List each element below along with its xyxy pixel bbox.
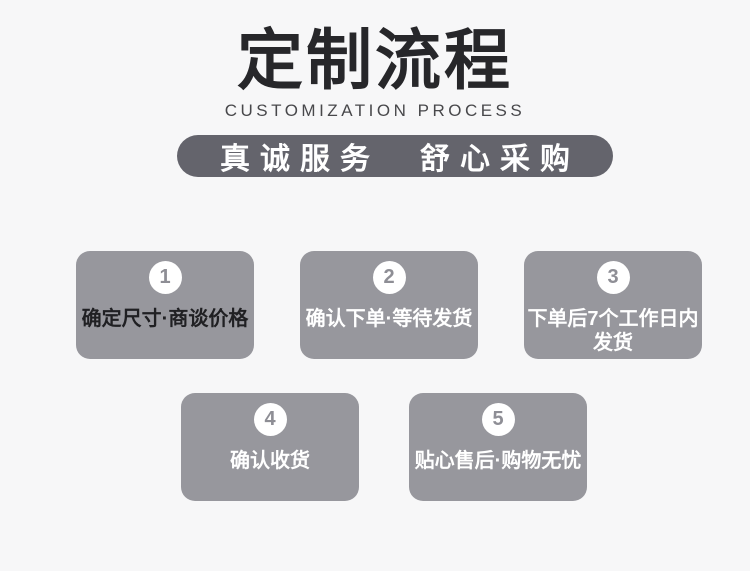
step-box-3: 3 下单后7个工作日内 发货 bbox=[524, 250, 702, 359]
step-2-number: 2 bbox=[383, 265, 395, 288]
step-3-number-badge: 3 bbox=[596, 260, 630, 294]
step-1-number: 1 bbox=[159, 265, 171, 288]
process-steps: 1 确定尺寸·商谈价格 2 确认下单·等待发货 3 下单后7个工作日内 发货 bbox=[0, 250, 750, 501]
step-4-number: 4 bbox=[264, 407, 276, 430]
step-box-4: 4 确认收货 bbox=[181, 392, 359, 501]
step-5-number: 5 bbox=[492, 407, 504, 430]
step-box-5: 5 贴心售后·购物无忧 bbox=[409, 392, 587, 501]
step-5-number-badge: 5 bbox=[481, 402, 515, 436]
step-box-2: 2 确认下单·等待发货 bbox=[300, 250, 478, 359]
process-row-2: 4 确认收货 5 贴心售后·购物无忧 bbox=[9, 392, 750, 501]
page-subtitle: CUSTOMIZATION PROCESS bbox=[224, 100, 526, 120]
process-row-1: 1 确定尺寸·商谈价格 2 确认下单·等待发货 3 下单后7个工作日内 发货 bbox=[14, 250, 750, 359]
step-3-number: 3 bbox=[607, 265, 619, 288]
step-4-label: 确认收货 bbox=[230, 449, 310, 472]
page-title: 定制流程 bbox=[237, 23, 513, 97]
step-2-label: 确认下单·等待发货 bbox=[305, 307, 473, 330]
step-5-label: 贴心售后·购物无忧 bbox=[414, 449, 582, 472]
step-1-number-badge: 1 bbox=[148, 260, 182, 294]
step-3-label: 下单后7个工作日内 发货 bbox=[527, 307, 699, 354]
step-box-1: 1 确定尺寸·商谈价格 bbox=[76, 250, 254, 359]
header: 定制流程 CUSTOMIZATION PROCESS 真诚服务 舒心采购 bbox=[0, 23, 750, 177]
service-banner-text: 真诚服务 舒心采购 bbox=[220, 142, 580, 176]
step-4-number-badge: 4 bbox=[253, 402, 287, 436]
service-banner: 真诚服务 舒心采购 bbox=[177, 134, 613, 177]
step-1-label: 确定尺寸·商谈价格 bbox=[81, 307, 249, 330]
step-2-number-badge: 2 bbox=[372, 260, 406, 294]
